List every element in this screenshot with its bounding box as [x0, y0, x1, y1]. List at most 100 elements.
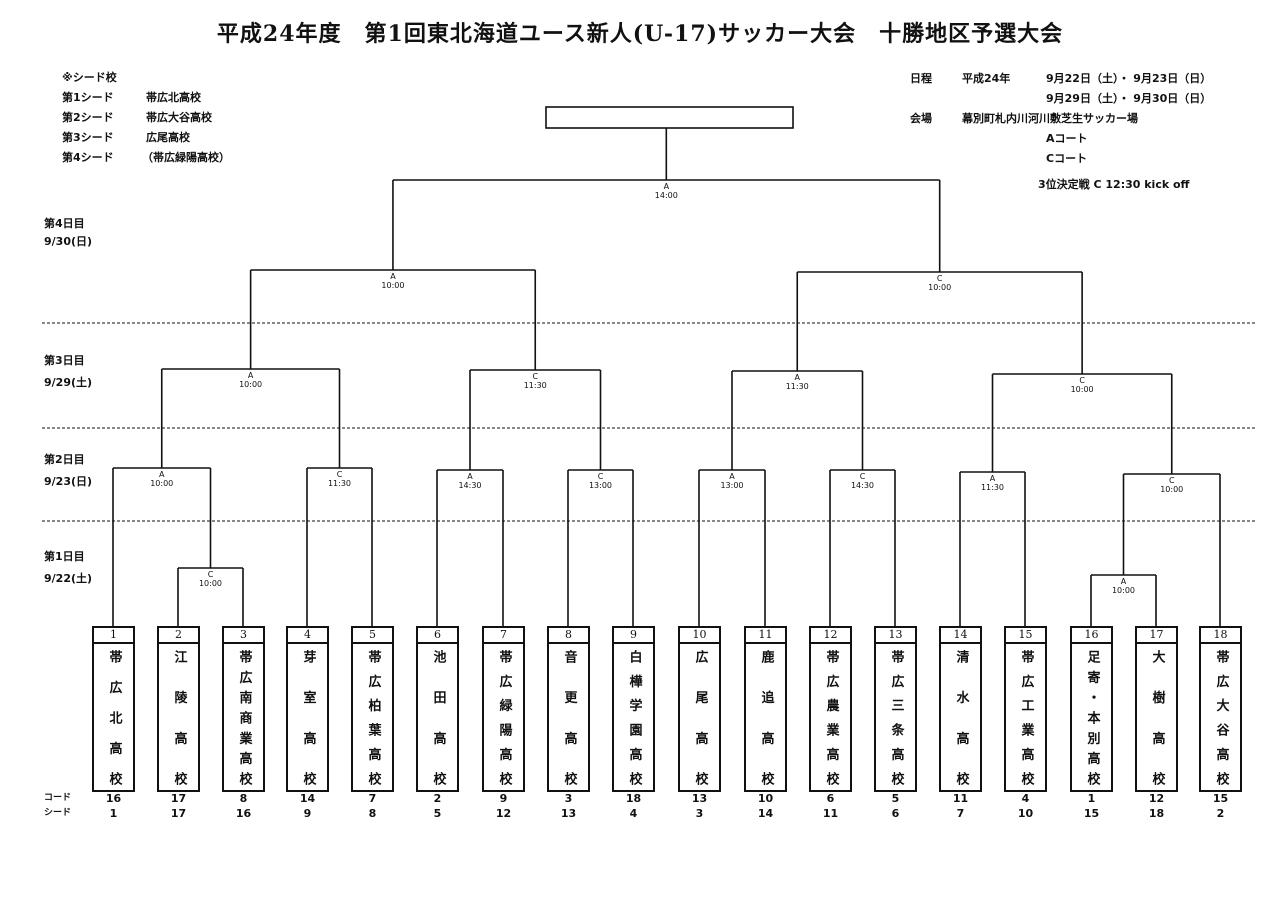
- team-code: 5: [891, 792, 900, 805]
- code-label: コード: [44, 793, 72, 803]
- team-seed: 16: [235, 807, 252, 820]
- match-court: A: [989, 474, 996, 483]
- team-code: 7: [368, 792, 377, 805]
- match-court: C: [936, 274, 943, 283]
- match-time: 14:30: [458, 481, 482, 490]
- match-court: A: [1120, 577, 1127, 586]
- team-code: 18: [625, 792, 642, 805]
- team-number: 1: [94, 628, 133, 644]
- team-box: 4 芽室高校: [286, 626, 329, 792]
- match-time: 14:30: [850, 481, 875, 490]
- match-time: 10:00: [1160, 485, 1184, 494]
- match-time: 10:00: [198, 579, 223, 588]
- match-court: C: [532, 372, 539, 381]
- team-number: 5: [353, 628, 392, 644]
- match-court: A: [794, 373, 800, 382]
- seed-header: ※シード校: [62, 71, 117, 84]
- team-seed: 10: [1017, 807, 1034, 820]
- schedule-label: 日程: [910, 72, 932, 85]
- team-seed: 7: [956, 807, 965, 820]
- team-name: 芽室高校: [300, 650, 316, 785]
- team-box: 5 帯広柏葉高校: [351, 626, 394, 792]
- match-court: C: [1079, 376, 1085, 385]
- team-box: 18 帯広大谷高校: [1199, 626, 1242, 792]
- team-number: 4: [288, 628, 327, 644]
- team-name: 帯広南商業高校: [236, 650, 252, 785]
- team-code: 17: [170, 792, 187, 805]
- team-number: 2: [159, 628, 198, 644]
- team-box: 13 帯広三条高校: [874, 626, 917, 792]
- match-court: A: [390, 272, 396, 281]
- page-title: 平成24年度 第1回東北海道ユース新人(U-17)サッカー大会 十勝地区予選大会: [216, 21, 1064, 47]
- team-name: 足寄・本別高校: [1084, 650, 1100, 785]
- venue: 幕別町札内川河川敷芝生サッカー場: [962, 112, 1138, 125]
- team-number: 18: [1201, 628, 1240, 644]
- team-box: 17 大樹高校: [1135, 626, 1178, 792]
- match-court: C: [207, 570, 214, 579]
- match-court: A: [729, 472, 735, 481]
- match-court: C: [336, 470, 343, 479]
- team-number: 7: [484, 628, 523, 644]
- team-seed: 6: [891, 807, 900, 820]
- match-time: 10:00: [150, 479, 174, 488]
- match-court: C: [859, 472, 866, 481]
- team-name: 帯広柏葉高校: [365, 650, 381, 785]
- team-seed: 2: [1216, 807, 1225, 820]
- team-seed: 11: [822, 807, 839, 820]
- team-seed: 1: [109, 807, 118, 820]
- seed-item: 第2シード帯広大谷高校: [62, 111, 212, 124]
- team-number: 13: [876, 628, 915, 644]
- team-code: 14: [299, 792, 316, 805]
- match-time: 10:00: [381, 281, 405, 290]
- team-number: 17: [1137, 628, 1176, 644]
- row-labels: コード シード: [44, 791, 71, 821]
- match-court: A: [467, 472, 473, 481]
- team-code: 6: [826, 792, 835, 805]
- third-place: 3位決定戦 C 12:30 kick off: [1038, 178, 1190, 191]
- team-code: 2: [433, 792, 442, 805]
- team-seed: 18: [1148, 807, 1165, 820]
- team-code: 8: [239, 792, 248, 805]
- team-name: 大樹高校: [1149, 650, 1165, 785]
- court-c: Cコート: [1046, 152, 1088, 165]
- seed-item: 第1シード帯広北高校: [62, 91, 201, 104]
- team-number: 11: [746, 628, 785, 644]
- team-number: 10: [680, 628, 719, 644]
- team-name: 鹿追高校: [758, 650, 774, 785]
- team-name: 帯広三条高校: [888, 650, 904, 785]
- champion-box: [545, 106, 794, 129]
- match-court: C: [1168, 476, 1175, 485]
- team-name: 清水高校: [953, 650, 969, 785]
- match-court: A: [247, 371, 254, 380]
- team-name: 帯広大谷高校: [1213, 650, 1229, 785]
- team-code: 15: [1212, 792, 1229, 805]
- team-box: 11 鹿追高校: [744, 626, 787, 792]
